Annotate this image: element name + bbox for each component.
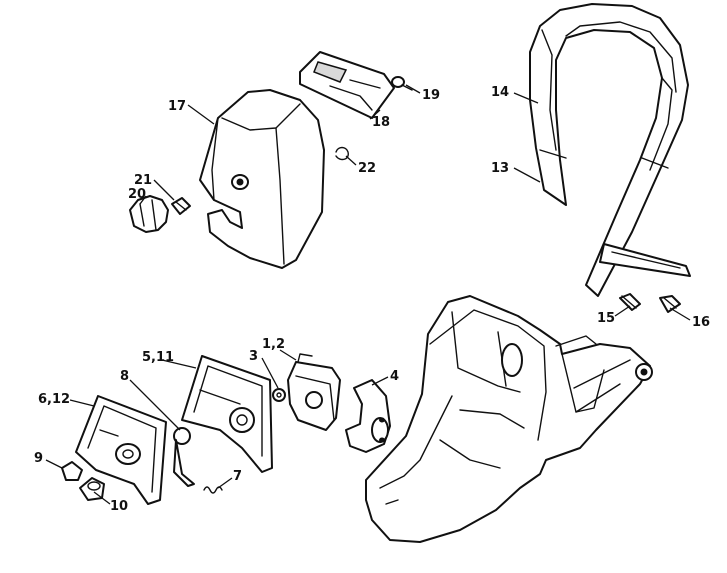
filter-base — [181, 355, 273, 473]
screw-15 — [619, 293, 641, 311]
intake-manifold — [345, 379, 391, 453]
label-1-2: 1,2 — [262, 337, 285, 352]
label-17: 17 — [168, 99, 186, 114]
label-13: 13 — [491, 161, 509, 176]
leader-lines — [45, 84, 691, 505]
choke-lever — [173, 427, 195, 487]
carburetor — [287, 353, 341, 431]
label-18: 18 — [372, 115, 390, 130]
label-4: 4 — [390, 369, 399, 384]
label-19: 19 — [422, 88, 440, 103]
label-21: 21 — [134, 173, 152, 188]
label-5-11: 5,11 — [142, 350, 174, 365]
screw-19 — [391, 76, 413, 91]
shroud — [199, 89, 325, 269]
clip-22 — [335, 146, 349, 161]
label-6-12: 6,12 — [38, 392, 70, 407]
label-16: 16 — [692, 315, 710, 330]
label-10: 10 — [110, 499, 128, 514]
screw-16 — [659, 295, 681, 313]
label-14: 14 — [491, 85, 509, 100]
label-20: 20 — [128, 187, 146, 202]
label-3: 3 — [249, 349, 258, 364]
label-22: 22 — [358, 161, 376, 176]
part-labels: 14 13 15 16 17 18 19 22 21 20 1,2 3 4 5,… — [34, 85, 710, 514]
label-8: 8 — [120, 369, 129, 384]
filter-cover — [299, 51, 395, 119]
handlebar — [529, 3, 691, 297]
washer-3 — [272, 388, 286, 402]
housing — [365, 295, 653, 543]
nut-21 — [171, 197, 191, 215]
label-15: 15 — [597, 311, 615, 326]
filter-plate — [75, 395, 167, 505]
label-9: 9 — [34, 451, 43, 466]
plug-9 — [61, 461, 83, 481]
spring-7 — [203, 486, 223, 494]
label-7: 7 — [233, 469, 242, 484]
